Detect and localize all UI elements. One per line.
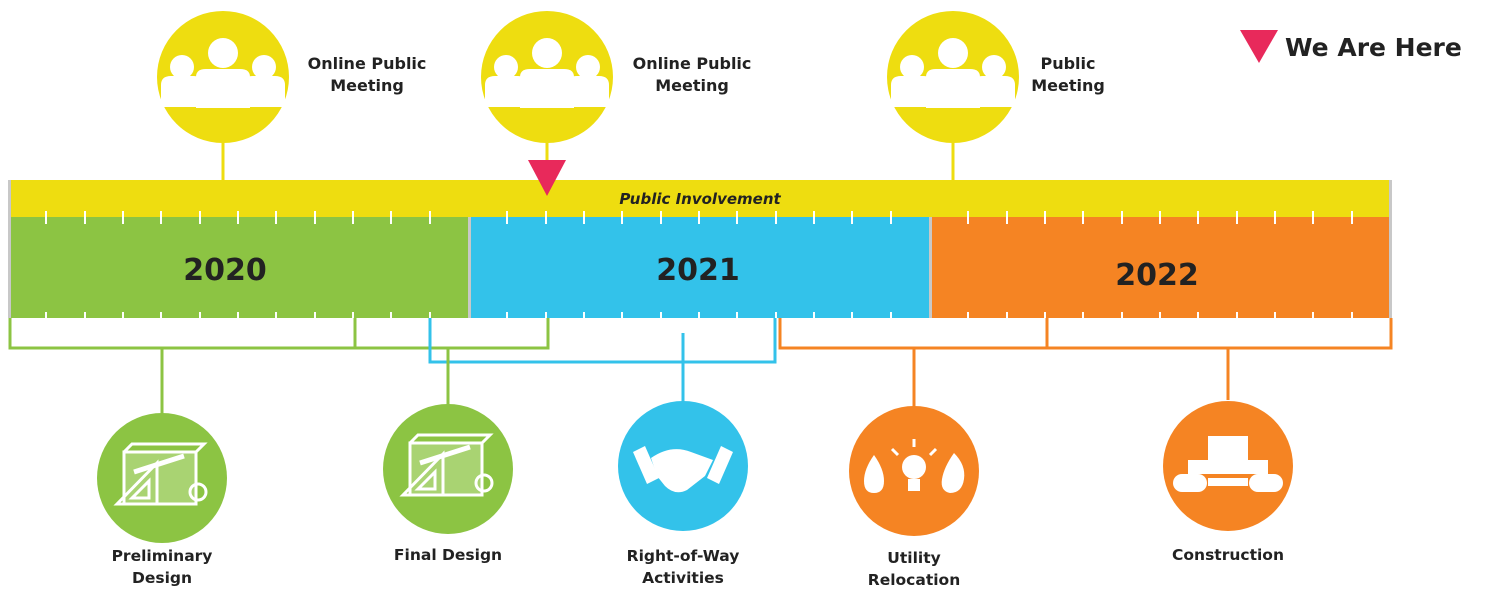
year-block-2022 (932, 217, 1392, 318)
year-label-2021: 2021 (656, 253, 740, 288)
public-involvement-label: Public Involvement (619, 190, 781, 208)
meeting-2-label: Online Public Meeting (632, 54, 752, 95)
phase-final-design-label: Final Design (393, 546, 503, 564)
year-block-2020 (8, 217, 468, 318)
meeting-1-label: Online Public Meeting (307, 54, 427, 95)
phase-right-of-way-label: Right-of-Way Activities (626, 547, 740, 587)
bracket-utility-relocation (778, 318, 1049, 350)
legend-marker-icon (1240, 30, 1278, 63)
phase-preliminary-design (97, 413, 227, 543)
bracket-construction (1045, 318, 1393, 350)
year-edge (1389, 180, 1392, 318)
legend-label: We Are Here (1285, 33, 1462, 62)
month-ticks (45, 211, 1353, 318)
phase-construction-label: Construction (1172, 546, 1284, 564)
meeting-3-label: Public Meeting (1031, 54, 1105, 95)
year-divider (929, 217, 932, 318)
year-edge (8, 180, 11, 318)
people-icon (485, 38, 609, 108)
public-involvement-band (8, 180, 1392, 217)
meeting-1 (157, 11, 289, 143)
year-label-2020: 2020 (183, 253, 267, 288)
bracket-preliminary-design (8, 318, 357, 350)
meeting-2 (481, 11, 613, 143)
meeting-3 (887, 11, 1019, 143)
people-icon (891, 38, 1015, 108)
year-block-2021 (471, 217, 929, 318)
bracket-right-of-way (428, 318, 777, 364)
phase-final-design (383, 404, 513, 534)
phase-construction (1163, 401, 1293, 531)
we-are-here-marker (528, 160, 566, 196)
blueprint-icon (399, 433, 494, 497)
bracket-final-design (353, 318, 550, 350)
blueprint-icon (113, 442, 208, 506)
year-divider (468, 217, 471, 318)
paver-icon (1173, 436, 1283, 492)
handshake-icon (633, 446, 733, 493)
year-label-2022: 2022 (1115, 258, 1199, 293)
phase-preliminary-design-label: Preliminary Design (111, 547, 213, 587)
phase-right-of-way (618, 401, 748, 531)
people-icon (161, 38, 285, 108)
phase-utility-relocation-label: Utility Relocation (867, 549, 961, 589)
phase-utility-relocation (849, 406, 979, 536)
utilities-icon (864, 439, 965, 493)
